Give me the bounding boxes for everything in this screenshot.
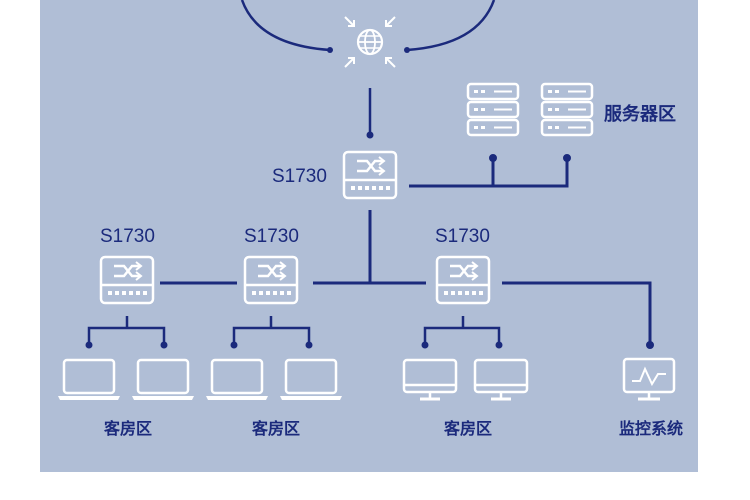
guest-room-label: 客房区	[104, 419, 152, 438]
laptop-icon	[278, 358, 344, 402]
access-switch-label: S1730	[100, 226, 155, 247]
monitoring-screen-icon	[622, 357, 676, 401]
access-switch-label: S1730	[435, 226, 490, 247]
laptop-icon	[204, 358, 270, 402]
access-switch-2: S1730	[243, 226, 299, 305]
server-zone-label: 服务器区	[604, 103, 676, 124]
monitor-icon	[473, 358, 529, 401]
monitor-icon	[402, 358, 458, 401]
switch-icon	[99, 255, 155, 305]
switch-icon	[243, 255, 299, 305]
access-switch-3: S1730	[435, 226, 491, 305]
guest-room-zone-3: 客房区	[402, 358, 529, 438]
guest-room-label: 客房区	[444, 419, 492, 438]
laptop-icon	[130, 358, 196, 402]
access-switch-label: S1730	[244, 226, 299, 247]
server-icon	[466, 82, 520, 137]
monitoring-label: 监控系统	[619, 419, 683, 438]
server-icon	[540, 82, 594, 137]
globe-icon	[344, 16, 396, 68]
links	[85, 88, 654, 349]
internet-cloud	[240, 0, 496, 53]
guest-room-zone-1: 客房区	[56, 358, 196, 438]
monitoring-system: 监控系统	[619, 357, 683, 438]
core-switch-label: S1730	[272, 166, 327, 187]
access-switch-1: S1730	[99, 226, 155, 305]
switch-icon	[342, 150, 398, 200]
guest-room-label: 客房区	[252, 419, 300, 438]
guest-room-zone-2: 客房区	[204, 358, 344, 438]
core-switch: S1730	[272, 150, 398, 200]
server-zone: 服务器区	[466, 82, 676, 137]
laptop-icon	[56, 358, 122, 402]
switch-icon	[435, 255, 491, 305]
